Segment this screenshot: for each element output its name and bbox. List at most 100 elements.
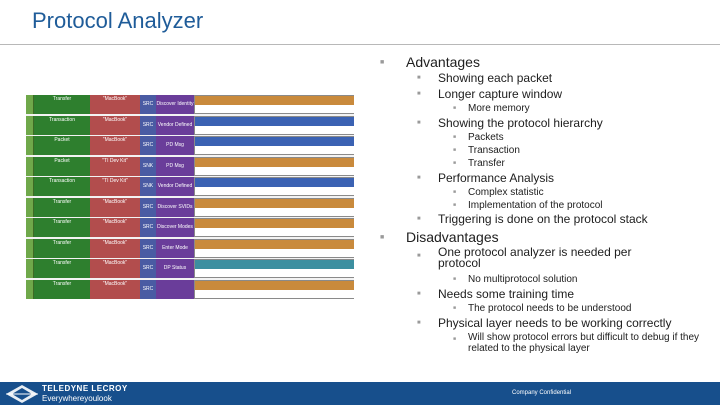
disadvantages-heading: ■Disadvantages xyxy=(380,229,499,245)
bullet-icon: ■ xyxy=(453,160,457,166)
row-field-header xyxy=(195,178,354,187)
adv-item-label: Longer capture window xyxy=(438,87,563,101)
row-field-header xyxy=(195,280,354,290)
row-message: Enter Mode xyxy=(156,238,194,258)
bullet-icon: ■ xyxy=(417,253,421,259)
row-port: SRC xyxy=(140,259,156,278)
bullet-icon: ■ xyxy=(417,120,421,126)
dis-item-label: Needs some training time xyxy=(438,287,575,301)
row-field-header xyxy=(195,116,354,126)
advantages-heading: ■Advantages xyxy=(380,54,480,70)
adv-subitem-label: More memory xyxy=(468,103,530,114)
confidential-label: Company Confidential xyxy=(512,390,572,396)
adv-item: ■Showing each packet xyxy=(417,71,552,85)
adv-subitem-label: Complex statistic xyxy=(468,187,544,198)
bullet-icon: ■ xyxy=(417,75,421,81)
row-type: Transfer xyxy=(34,197,90,217)
row-indicator xyxy=(26,177,34,196)
row-indicator xyxy=(26,156,34,176)
dis-subitem-label: Will show protocol errors but difficult … xyxy=(468,332,700,354)
bullet-icon: ■ xyxy=(453,105,457,111)
row-indicator xyxy=(26,279,34,299)
row-fields xyxy=(194,238,354,258)
row-port: SRC xyxy=(140,95,156,114)
row-device: "TI Dev Kit" xyxy=(90,156,140,176)
bullet-icon: ■ xyxy=(453,189,457,195)
row-device: "MacBook" xyxy=(90,218,140,237)
bullet-icon: ■ xyxy=(417,291,421,297)
capture-row[interactable]: Transfer"MacBook"SRC xyxy=(26,279,354,299)
dis-subitem-label: No multiprotocol solution xyxy=(468,274,578,285)
adv-item-label: Showing the protocol hierarchy xyxy=(438,116,603,130)
row-device: "MacBook" xyxy=(90,238,140,258)
adv-subitem: ■ Complex statistic xyxy=(453,187,544,198)
row-port: SRC xyxy=(140,136,156,155)
row-indicator xyxy=(26,218,34,237)
title-divider xyxy=(0,44,720,45)
row-indicator xyxy=(26,136,34,155)
dis-item-label: Physical layer needs to be working corre… xyxy=(438,316,672,330)
row-type: Transaction xyxy=(34,177,90,196)
adv-item: ■ Performance Analysis xyxy=(417,171,555,185)
row-indicator xyxy=(26,197,34,217)
row-message xyxy=(156,279,194,299)
row-device: "MacBook" xyxy=(90,95,140,114)
bullet-icon: ■ xyxy=(380,234,385,241)
row-type: Transfer xyxy=(34,218,90,237)
row-port: SRC xyxy=(140,238,156,258)
bullet-icon: ■ xyxy=(453,276,457,282)
bullet-icon: ■ xyxy=(453,147,457,153)
adv-subitem-label: Transfer xyxy=(468,158,505,169)
row-indicator xyxy=(26,115,34,135)
dis-item: ■One protocol analyzer is needed per pro… xyxy=(417,246,670,269)
slide-title: Protocol Analyzer xyxy=(32,8,204,33)
row-device: "MacBook" xyxy=(90,279,140,299)
bullet-icon: ■ xyxy=(453,305,457,311)
adv-item: ■ Showing the protocol hierarchy xyxy=(417,116,603,130)
row-fields xyxy=(194,156,354,176)
row-fields xyxy=(194,115,354,135)
row-message: Discover Modes xyxy=(156,218,194,237)
dis-subitem: ■The protocol needs to be understood xyxy=(453,303,631,314)
adv-item-label: Triggering is done on the protocol stack xyxy=(438,212,648,226)
row-port: SNK xyxy=(140,156,156,176)
bullet-icon: ■ xyxy=(380,59,385,66)
dis-subitem: ■ No multiprotocol solution xyxy=(453,274,578,285)
row-port: SRC xyxy=(140,279,156,299)
row-indicator xyxy=(26,238,34,258)
row-message: Discover SVIDs xyxy=(156,197,194,217)
bullet-icon: ■ xyxy=(417,216,421,222)
row-port: SNK xyxy=(140,177,156,196)
row-type: Transaction xyxy=(34,115,90,135)
bullet-icon: ■ xyxy=(453,134,457,140)
row-type: Transfer xyxy=(34,238,90,258)
row-message: DP Status xyxy=(156,259,194,278)
row-fields xyxy=(194,95,354,114)
row-device: "MacBook" xyxy=(90,259,140,278)
row-field-header xyxy=(195,239,354,249)
row-device: "MacBook" xyxy=(90,197,140,217)
row-type: Transfer xyxy=(34,95,90,114)
row-field-header xyxy=(195,198,354,208)
row-message: PD Msg xyxy=(156,136,194,155)
adv-subitem: ■ Transfer xyxy=(453,158,505,169)
adv-subitem-label: Transaction xyxy=(468,145,520,156)
bullet-icon: ■ xyxy=(453,202,457,208)
bullet-icon: ■ xyxy=(417,175,421,181)
adv-item: ■Longer capture window xyxy=(417,87,563,101)
row-type: Transfer xyxy=(34,279,90,299)
row-message: Vendor Defined xyxy=(156,177,194,196)
adv-item-label: Performance Analysis xyxy=(438,171,555,185)
row-indicator xyxy=(26,259,34,278)
brand-name: TELEDYNE LECROY xyxy=(42,384,128,393)
